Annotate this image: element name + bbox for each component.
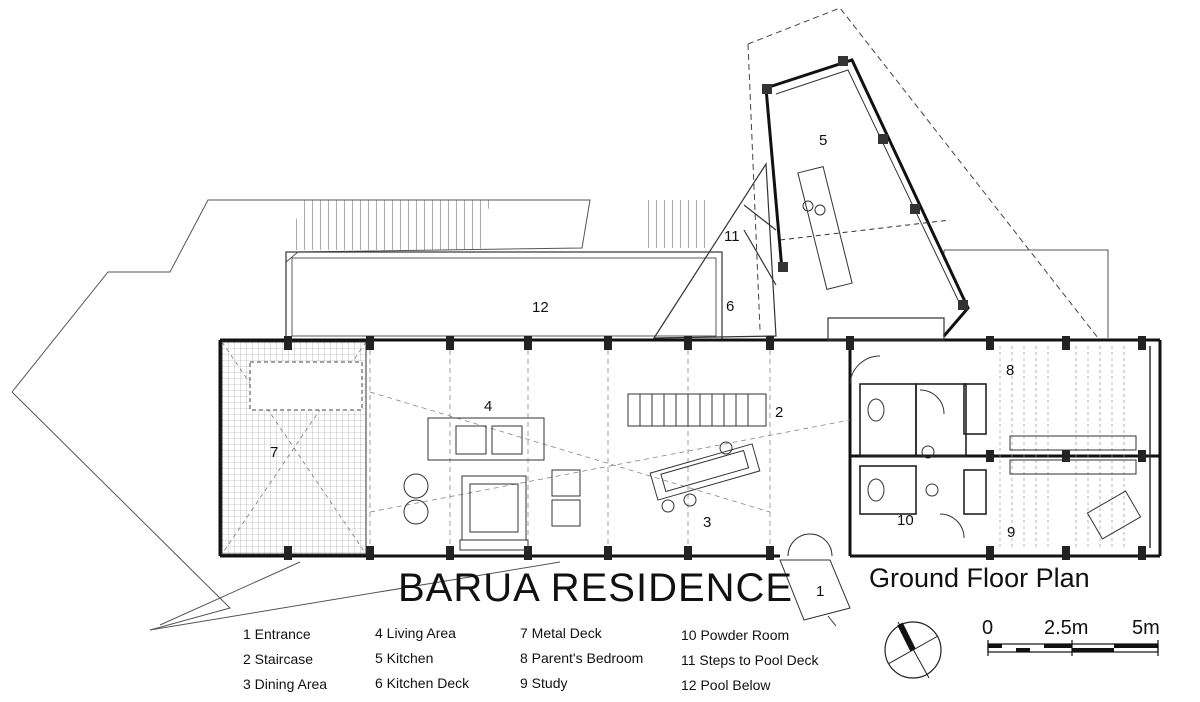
legend-item: 8 Parent's Bedroom	[520, 650, 644, 666]
legend-column-2: 4 Living Area 5 Kitchen 6 Kitchen Deck	[375, 621, 469, 696]
room-number-12: 12	[532, 299, 549, 316]
pool-below	[285, 251, 723, 341]
room-number-1: 1	[816, 583, 824, 600]
service-core	[859, 383, 987, 515]
dining-table	[649, 441, 761, 513]
legend-item: 12 Pool Below	[681, 677, 771, 693]
kitchen-walls	[764, 58, 970, 337]
scale-bar	[987, 640, 1159, 656]
bedroom-study-boards	[999, 346, 1125, 548]
living-furniture	[403, 417, 581, 551]
legend-item: 11 Steps to Pool Deck	[681, 652, 819, 668]
fixtures	[849, 355, 965, 539]
site-outline	[11, 199, 591, 631]
bedroom-furniture	[1009, 346, 1151, 548]
legend-column-1: 1 Entrance 2 Staircase 3 Dining Area	[243, 622, 327, 697]
legend-item: 4 Living Area	[375, 625, 456, 641]
legend-item: 3 Dining Area	[243, 676, 328, 692]
legend-item: 10 Powder Room	[681, 627, 790, 643]
kitchen-roof-outline	[747, 7, 1099, 339]
legend-item: 2 Staircase	[243, 651, 314, 667]
room-number-4: 4	[484, 398, 492, 415]
kitchen-inner	[775, 69, 959, 301]
compass-icon	[884, 621, 942, 679]
room-numbers: 1 2 3 4 5 6 7 8 9 10 11 12	[270, 132, 1015, 600]
room-number-5: 5	[819, 132, 827, 149]
legend-item: 1 Entrance	[243, 626, 311, 642]
room-number-6: 6	[726, 298, 734, 315]
room-number-3: 3	[703, 514, 711, 531]
room-number-2: 2	[775, 404, 783, 421]
drawing-title: BARUA RESIDENCE	[398, 566, 794, 610]
terrace-hatching	[290, 200, 712, 250]
entrance-doors	[779, 533, 851, 627]
right-site-outline	[943, 249, 1109, 338]
skylight	[249, 361, 363, 411]
kitchen-columns	[762, 56, 968, 310]
legend-item: 6 Kitchen Deck	[375, 675, 470, 691]
room-number-9: 9	[1007, 524, 1015, 541]
legend-item: 9 Study	[520, 675, 568, 691]
scale-label-0: 0	[982, 617, 994, 639]
kitchen-deck	[652, 162, 777, 339]
legend-item: 7 Metal Deck	[520, 625, 602, 641]
room-number-8: 8	[1006, 362, 1014, 379]
column-grid	[284, 336, 1146, 560]
staircase	[627, 393, 767, 427]
legend-column-3: 7 Metal Deck 8 Parent's Bedroom 9 Study	[520, 621, 643, 696]
room-number-7: 7	[270, 444, 278, 461]
legend-column-4: 10 Powder Room 11 Steps to Pool Deck 12 …	[681, 623, 818, 698]
room-number-11: 11	[724, 228, 740, 245]
scale-label-2-5m: 2.5m	[1044, 617, 1089, 639]
scale-label-5m: 5m	[1132, 617, 1160, 639]
legend-item: 5 Kitchen	[375, 650, 434, 666]
drawing-subtitle: Ground Floor Plan	[869, 563, 1090, 593]
room-number-10: 10	[897, 512, 914, 529]
entrance-landing	[827, 317, 945, 341]
grid-lines	[369, 350, 851, 546]
